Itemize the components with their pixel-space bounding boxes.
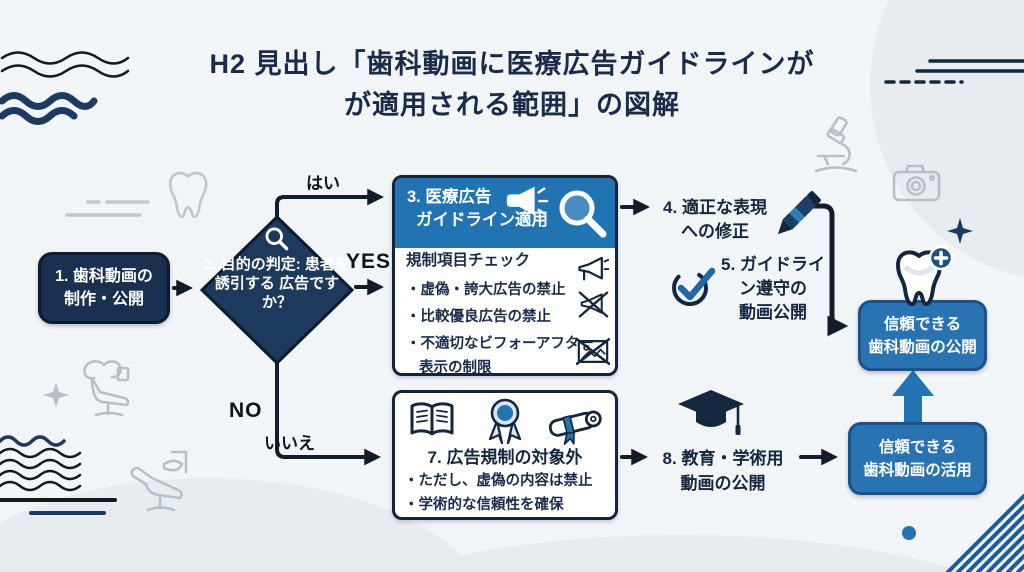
- step3-guideline-box: 3. 医療広告 ガイドライン適用 規制項目チェック ・虚偽・誇大広告の禁止 ・比: [392, 175, 618, 376]
- magnifier-icon: [263, 225, 290, 257]
- step3-title-line-1: 3. 医療広告: [407, 188, 492, 206]
- step3-heading: 規制項目チェック: [406, 252, 531, 269]
- step3-title-line-2: ガイドライン適用: [416, 211, 548, 229]
- graduation-cap-icon: [676, 388, 746, 449]
- step5-line-1: 5. ガイドライ: [721, 255, 825, 274]
- tooth-plus-icon: [888, 245, 954, 317]
- crossed-megaphone-icon: [578, 290, 609, 324]
- result-bottom-line-2: 歯科動画の活用: [863, 461, 972, 479]
- path-no: [275, 362, 382, 466]
- dental-chair-icon-1: [83, 360, 130, 417]
- wave-lines-top-left: [0, 51, 130, 78]
- step1-node: 1. 歯科動画の 制作・公開: [38, 252, 170, 324]
- step3-header: 3. 医療広告 ガイドライン適用: [395, 178, 615, 248]
- result-top-line-2: 歯科動画の公開: [868, 338, 977, 356]
- step8-line-2: 動画の公開: [680, 474, 766, 493]
- crossed-image-icon: [575, 337, 611, 370]
- step3-item-2: ・比較優良広告の禁止: [406, 309, 551, 325]
- step7-item-2: ・学術的な信頼性を確保: [404, 497, 564, 513]
- step8-line-1: 8. 教育・学術用: [662, 449, 784, 468]
- path-yes-top: [275, 188, 385, 223]
- step7-item-1: ・ただし、虚偽の内容は禁止: [404, 473, 593, 489]
- result-bottom-node: 信頼できる 歯科動画の活用: [848, 422, 987, 495]
- label-yes-jp: はい: [306, 174, 340, 193]
- sparkle-gray-icon: [43, 382, 69, 408]
- blue-up-arrow: [892, 370, 934, 424]
- label-no-en: NO: [229, 399, 263, 422]
- check-circle-icon: [670, 262, 716, 313]
- step2-line-2: 患者を誘引する: [214, 256, 350, 292]
- step4-line-1: 4. 適正な表現: [663, 198, 767, 217]
- top-right-lines: [884, 59, 1024, 84]
- decision-diamond-shape: [199, 214, 355, 366]
- step7-items: ・ただし、虚偽の内容は禁止 ・学術的な信頼性を確保: [404, 469, 593, 517]
- result-top-line-1: 信頼できる: [883, 315, 962, 333]
- waves-bottom-left: [0, 435, 82, 492]
- step4-line-2: への修正: [681, 222, 749, 241]
- step3-item-3: ・不適切なビフォーアフター: [406, 336, 594, 352]
- diagonal-stripes: [946, 494, 1024, 572]
- sparkle-navy-icon: [947, 218, 973, 244]
- speed-lines-icon: [65, 200, 150, 217]
- blue-dot: [902, 526, 916, 540]
- page-title: H2 見出し「歯科動画に医療広告ガイドラインが が適用される範囲」の図解: [140, 44, 884, 126]
- small-megaphone-icon: [576, 256, 610, 289]
- label-no-jp: いいえ: [264, 434, 315, 453]
- title-line-1: H2 見出し「歯科動画に医療広告ガイドラインが: [209, 49, 815, 79]
- step1-line-1: 1. 歯科動画の: [55, 268, 153, 285]
- result-top-node: 信頼できる 歯科動画の公開: [858, 300, 987, 371]
- dental-chair-icon-2: [130, 450, 188, 512]
- step1-line-2: 制作・公開: [63, 291, 144, 308]
- step8-label: 8. 教育・学術用 動画の公開: [646, 446, 800, 496]
- step2-line-3: 広告ですか？: [261, 275, 340, 311]
- scroll-icon: [545, 403, 605, 450]
- camera-icon: [892, 164, 941, 202]
- title-line-2: が適用される範囲」の図解: [344, 90, 680, 120]
- navy-waves-top-left: [0, 92, 98, 125]
- medal-icon: [485, 397, 525, 450]
- microscope-icon: [814, 116, 858, 173]
- step5-line-3: 動画公開: [739, 303, 807, 322]
- flow-connectors: [172, 188, 849, 466]
- magnifier-large-icon: [555, 187, 611, 244]
- path-pencil-result: [803, 203, 849, 337]
- megaphone-icon: [503, 185, 549, 226]
- step3-item-1: ・虚偽・誇大広告の禁止: [406, 282, 566, 298]
- book-icon: [409, 401, 455, 444]
- tooth-outline-icon: [168, 171, 208, 219]
- lines-bottom-left: [0, 498, 117, 515]
- label-yes-en: YES: [346, 250, 392, 273]
- step3-item-3-cont: 表示の制限: [419, 360, 492, 376]
- step4-label: 4. 適正な表現 への修正: [652, 196, 778, 244]
- step2-decision-text: 2. 目的の判定: 患者を誘引する 広告ですか？: [202, 255, 352, 312]
- result-bottom-line-1: 信頼できる: [878, 438, 957, 456]
- step3-checklist: 規制項目チェック ・虚偽・誇大広告の禁止 ・比較優良広告の禁止 ・不適切なビフォ…: [406, 248, 610, 376]
- step2-line-1: 2. 目的の判定:: [204, 256, 301, 273]
- step5-label: 5. ガイドライ ン遵守の 動画公開: [712, 253, 834, 325]
- pencil-icon: [770, 184, 824, 251]
- step7-exemption-box: 7. 広告規制の対象外 ・ただし、虚偽の内容は禁止 ・学術的な信頼性を確保: [392, 390, 618, 520]
- step5-line-2: ン遵守の: [739, 279, 807, 298]
- step7-title: 7. 広告規制の対象外: [427, 448, 583, 467]
